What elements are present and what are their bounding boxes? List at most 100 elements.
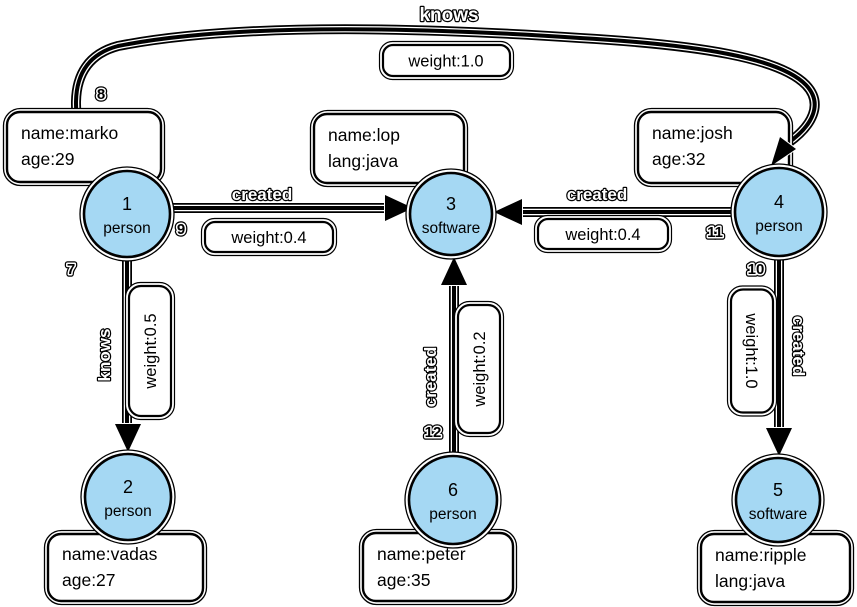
- edge-label-knows-top: knows: [419, 5, 478, 26]
- property-box-ripple: name:ripple lang:java: [696, 529, 855, 607]
- weight-box-created-1-3: weight:0.4: [200, 217, 338, 257]
- weight-box: [536, 217, 670, 251]
- node-circle: [83, 452, 173, 542]
- property-box-vadas: name:vadas age:27: [43, 529, 208, 606]
- weight-box-knows-1-2: weight:0.5: [124, 281, 176, 421]
- svg-text:9: 9: [177, 221, 185, 238]
- weight-box: [456, 303, 502, 435]
- property-text: lang:java: [715, 571, 785, 591]
- weight-box-created-6-3: weight:0.2: [453, 300, 505, 438]
- svg-text:10: 10: [748, 261, 765, 278]
- edge-created-4-3: [491, 197, 735, 227]
- edge-label-created-left: created: [232, 185, 292, 204]
- node-id: 6: [448, 480, 458, 500]
- edge-label-created-right: created: [567, 185, 627, 204]
- node-id: 5: [773, 480, 783, 500]
- svg-text:10: 10: [748, 261, 765, 278]
- weight-box-created-4-5: weight:1.0: [726, 285, 778, 417]
- weight-label: weight:0.2: [471, 331, 489, 407]
- property-box: [5, 110, 163, 184]
- property-text: name:marko: [21, 123, 118, 143]
- node-type: person: [104, 503, 151, 520]
- node-type: software: [749, 506, 808, 523]
- node-id: 3: [446, 194, 456, 214]
- edge-label-knows-vertical: knows: [94, 327, 115, 382]
- svg-text:11: 11: [707, 224, 723, 241]
- node-circle: [407, 454, 499, 546]
- svg-text:8: 8: [97, 86, 105, 103]
- weight-label: weight:0.4: [564, 226, 640, 244]
- edge-id-11: 11 11: [704, 221, 725, 244]
- node-id: 1: [122, 194, 132, 214]
- node-2: 2 person: [80, 449, 176, 545]
- edge-id-12: 12 12: [422, 421, 444, 444]
- arrowhead: [491, 197, 523, 227]
- weight-label: weight:1.0: [407, 53, 483, 71]
- svg-text:7: 7: [67, 261, 75, 278]
- property-text: name:lop: [328, 125, 400, 145]
- edge-created-1-3: [170, 193, 416, 223]
- svg-text:12: 12: [425, 424, 442, 441]
- node-type: person: [103, 220, 150, 237]
- arrowhead: [113, 423, 143, 455]
- arrowhead: [384, 193, 416, 223]
- node-circle: [733, 166, 825, 258]
- property-text: name:peter: [377, 544, 466, 564]
- svg-text:9: 9: [177, 221, 185, 238]
- node-type: software: [422, 220, 481, 237]
- property-box-peter: name:peter age:35: [358, 528, 518, 606]
- property-box-marko: name:marko age:29: [2, 107, 166, 187]
- edge-id-7: 7 7: [64, 258, 78, 281]
- edge-id-10: 10 10: [745, 258, 767, 281]
- edge-curve: [74, 27, 817, 191]
- weight-label: weight:0.4: [230, 229, 306, 247]
- weight-box: [729, 288, 775, 414]
- property-text: name:josh: [652, 123, 733, 143]
- edge-knows-1-4: [71, 24, 820, 193]
- property-text: age:29: [21, 149, 75, 169]
- weight-box-knows-1-4: weight:1.0: [378, 40, 515, 81]
- svg-text:created: created: [789, 316, 808, 376]
- node-5: 5 software: [731, 453, 825, 547]
- property-text: age:35: [377, 570, 431, 590]
- property-box: [312, 112, 466, 185]
- weight-box: [381, 43, 512, 78]
- edge-id-8: 8 8: [94, 83, 108, 106]
- node-type: person: [429, 506, 476, 523]
- node-id: 4: [774, 192, 784, 212]
- weight-label: weight:1.0: [742, 312, 760, 388]
- svg-text:12: 12: [425, 424, 442, 441]
- arrowhead: [764, 427, 794, 459]
- property-text: lang:java: [328, 151, 398, 171]
- svg-text:created: created: [421, 347, 440, 407]
- node-4: 4 person: [730, 163, 828, 261]
- arrowhead: [439, 254, 469, 286]
- weight-box: [127, 284, 173, 418]
- property-text: name:ripple: [715, 545, 806, 565]
- property-box-lop: name:lop lang:java: [309, 109, 469, 188]
- node-circle: [82, 169, 172, 259]
- property-text: age:27: [62, 570, 116, 590]
- node-circle: [734, 456, 822, 544]
- property-text: name:vadas: [62, 544, 158, 564]
- edge-id-9: 9 9: [174, 218, 188, 241]
- weight-box-created-4-3: weight:0.4: [533, 214, 673, 254]
- node-circle: [408, 171, 494, 257]
- edge-created-4-5: [764, 254, 794, 459]
- node-1: 1 person: [79, 166, 175, 262]
- node-6: 6 person: [404, 451, 502, 549]
- svg-text:7: 7: [67, 261, 75, 278]
- weight-label: weight:0.5: [142, 313, 160, 389]
- node-id: 2: [123, 477, 133, 497]
- property-box-josh: name:josh age:32: [633, 107, 794, 188]
- node-type: person: [755, 218, 802, 235]
- weight-box: [203, 220, 335, 254]
- edge-label-created-right-vertical: created: [788, 315, 809, 378]
- edge-label-created-mid-vertical: created: [420, 346, 441, 409]
- arrowhead: [769, 135, 798, 169]
- svg-text:knows: knows: [95, 329, 114, 382]
- svg-text:8: 8: [97, 86, 105, 103]
- svg-text:11: 11: [707, 224, 723, 241]
